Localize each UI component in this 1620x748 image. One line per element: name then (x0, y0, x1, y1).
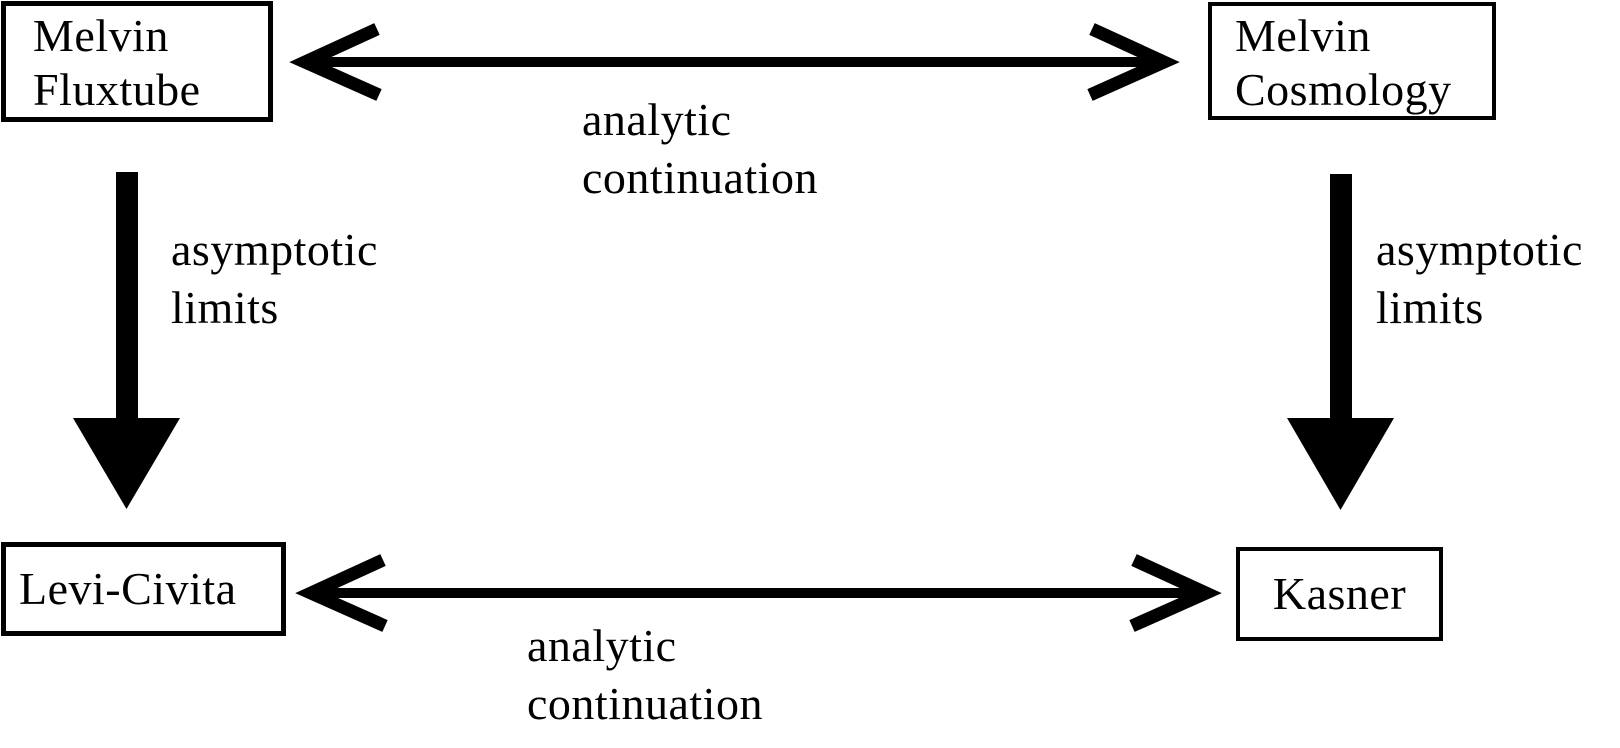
node-label-line: Cosmology (1235, 64, 1452, 115)
edge-label-line: continuation (527, 678, 763, 729)
node-label-line: Melvin (1235, 10, 1371, 61)
analytic-continuation-arrow-top (289, 23, 1180, 101)
arrowhead-down-icon (73, 418, 180, 509)
arrowhead-down-icon (1287, 418, 1394, 510)
node-levi-civita: Levi-Civita (1, 542, 286, 636)
node-label-line: Fluxtube (33, 64, 201, 115)
asymptotic-limits-arrow-left (73, 172, 180, 509)
arrow-shaft (116, 172, 138, 419)
edge-label-line: asymptotic (1376, 224, 1583, 275)
arrowhead-left-icon (295, 554, 388, 632)
node-label-line: Melvin (33, 10, 169, 61)
edge-label-line: limits (1376, 282, 1484, 333)
arrow-shaft (1330, 174, 1352, 419)
node-label-line: Levi-Civita (19, 563, 237, 614)
edge-label-line: analytic (527, 620, 677, 671)
analytic-continuation-arrow-bottom (295, 554, 1222, 632)
arrowhead-right-icon (1129, 554, 1222, 632)
edge-label-line: limits (171, 282, 279, 333)
asymptotic-limits-arrow-right (1287, 174, 1394, 510)
edge-label-asymptotic-limits-left: asymptotic limits (171, 221, 378, 337)
arrowhead-left-icon (289, 23, 382, 101)
node-label-line: Kasner (1272, 568, 1407, 619)
edge-label-line: asymptotic (171, 224, 378, 275)
node-melvin-fluxtube: Melvin Fluxtube (1, 1, 273, 122)
arrowhead-right-icon (1087, 23, 1180, 101)
edge-label-line: analytic (582, 94, 732, 145)
edge-label-asymptotic-limits-right: asymptotic limits (1376, 221, 1583, 337)
edge-label-analytic-continuation-bottom: analytic continuation (527, 617, 763, 733)
node-kasner: Kasner (1236, 547, 1443, 641)
edge-label-line: continuation (582, 152, 818, 203)
edge-label-analytic-continuation-top: analytic continuation (582, 91, 818, 207)
node-melvin-cosmology: Melvin Cosmology (1208, 2, 1496, 120)
